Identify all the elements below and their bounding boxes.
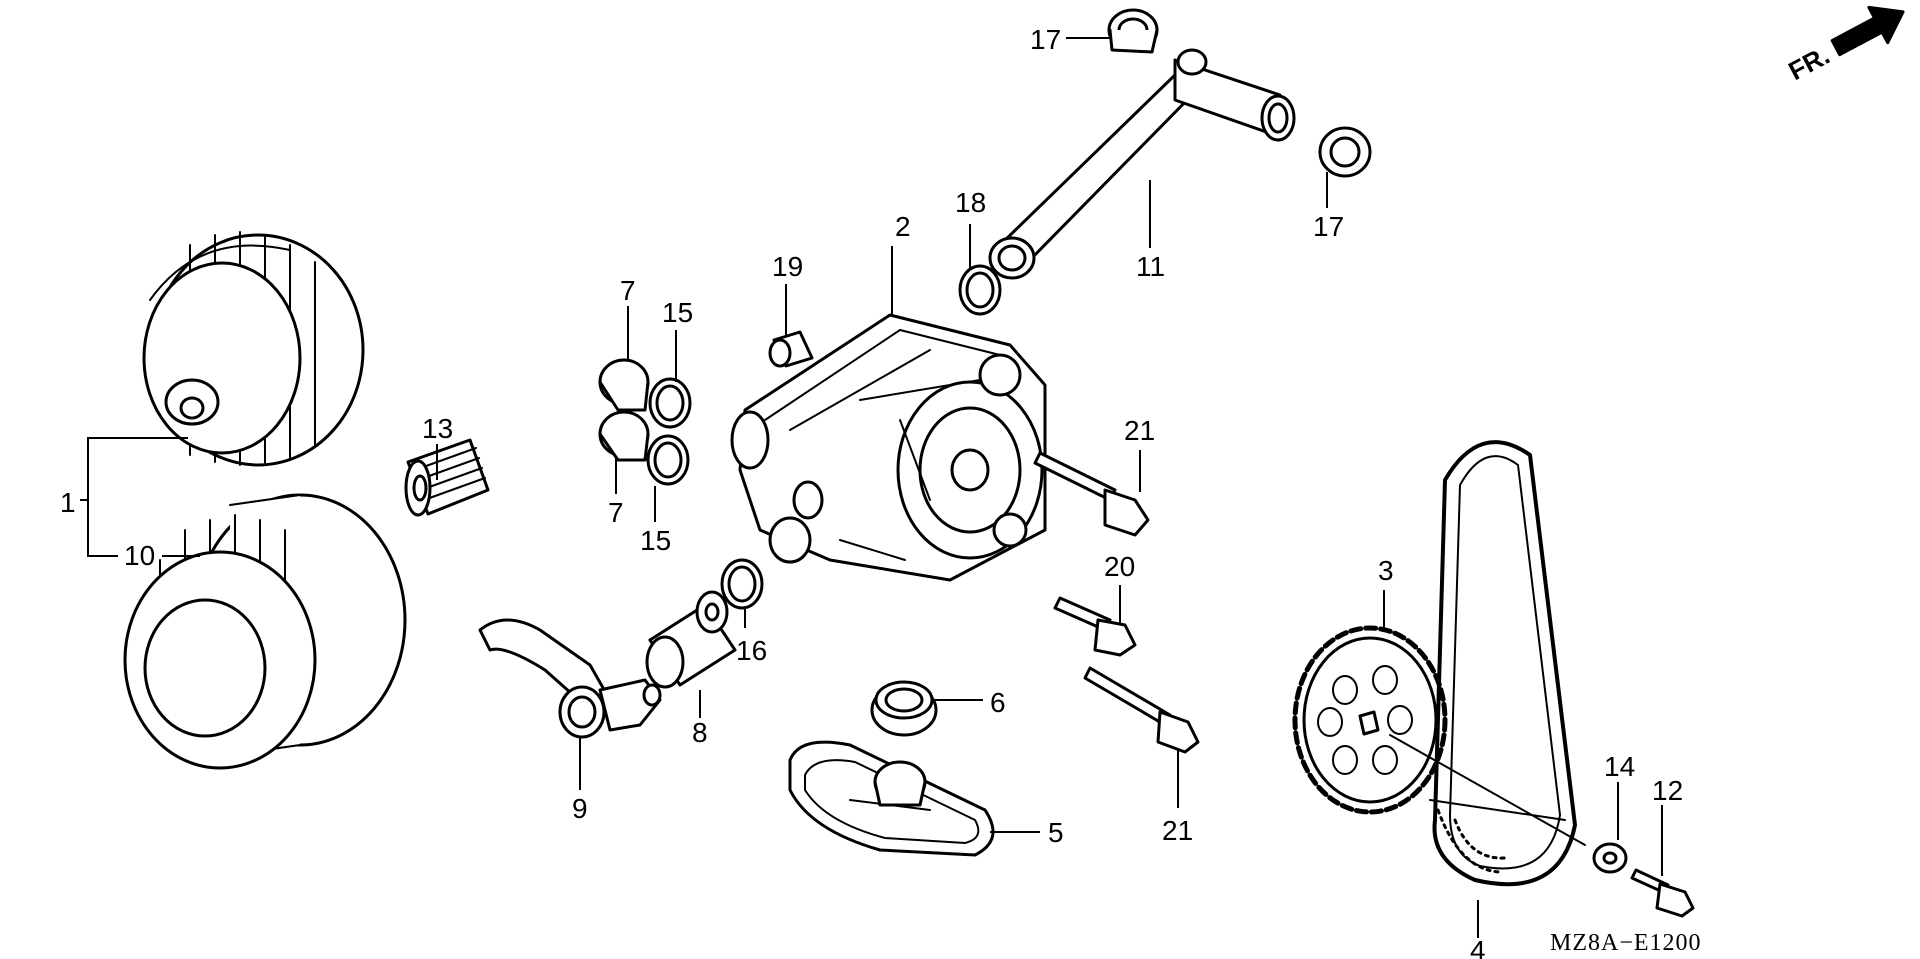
collars-and-orings	[598, 358, 692, 486]
oil-pipe-seal-right	[1318, 126, 1372, 178]
callout-2: 2	[895, 211, 911, 242]
callout-10: 10	[124, 540, 155, 571]
oil-pipe-upper	[988, 48, 1296, 280]
callout-17-right: 17	[1313, 211, 1344, 242]
flange-bolt-lower	[1083, 666, 1200, 754]
callout-1: 1	[60, 487, 76, 518]
oring-18	[958, 264, 1002, 316]
callout-19: 19	[772, 251, 803, 282]
callout-7-upper: 7	[620, 275, 636, 306]
pump-drive-chain	[1389, 440, 1586, 887]
callout-18: 18	[955, 187, 986, 218]
pump-sprocket	[1292, 625, 1448, 815]
callout-11: 11	[1136, 251, 1165, 282]
arrow-right-icon	[1830, 5, 1905, 57]
callout-labels: 1 2 3 4 5 6 7 7 8 9 10 11 12 13 14 15 15…	[60, 24, 1683, 959]
callout-15-upper: 15	[662, 297, 693, 328]
callout-6: 6	[990, 687, 1006, 718]
diagram-code: MZ8A−E1200	[1550, 930, 1702, 956]
oil-pipe	[478, 618, 662, 739]
callout-17-left: 17	[1030, 24, 1061, 55]
oring-16	[720, 558, 764, 610]
callout-15-lower: 15	[640, 525, 671, 556]
callout-14: 14	[1604, 751, 1635, 782]
front-direction-label: FR.	[1783, 40, 1834, 86]
sprocket-washer	[1592, 842, 1628, 874]
callout-21-upper: 21	[1124, 415, 1155, 446]
oil-filter-cartridge	[123, 493, 407, 770]
strainer-seal	[870, 680, 938, 737]
oil-filter-cap	[142, 231, 365, 467]
callout-21-lower: 21	[1162, 815, 1193, 846]
leader-lines	[80, 37, 1663, 938]
callout-3: 3	[1378, 555, 1394, 586]
oil-joint	[645, 590, 737, 689]
callout-5: 5	[1048, 817, 1064, 848]
callout-4: 4	[1470, 935, 1486, 959]
flange-bolt-middle	[1053, 596, 1137, 657]
filter-nipple	[404, 438, 490, 517]
callout-13: 13	[422, 413, 453, 444]
callout-12: 12	[1652, 775, 1683, 806]
callout-16: 16	[736, 635, 767, 666]
sprocket-bolt	[1630, 868, 1695, 918]
callout-7-lower: 7	[608, 497, 624, 528]
oil-strainer	[788, 740, 995, 857]
oil-pipe-seal-left	[1107, 8, 1159, 54]
oil-pump-assembly	[730, 313, 1047, 582]
dowel-pin	[768, 330, 814, 368]
callout-8: 8	[692, 717, 708, 748]
callout-20: 20	[1104, 551, 1135, 582]
front-direction-indicator: FR.	[1783, 5, 1905, 86]
callout-9: 9	[572, 793, 588, 824]
flange-bolt-upper	[1033, 451, 1150, 537]
